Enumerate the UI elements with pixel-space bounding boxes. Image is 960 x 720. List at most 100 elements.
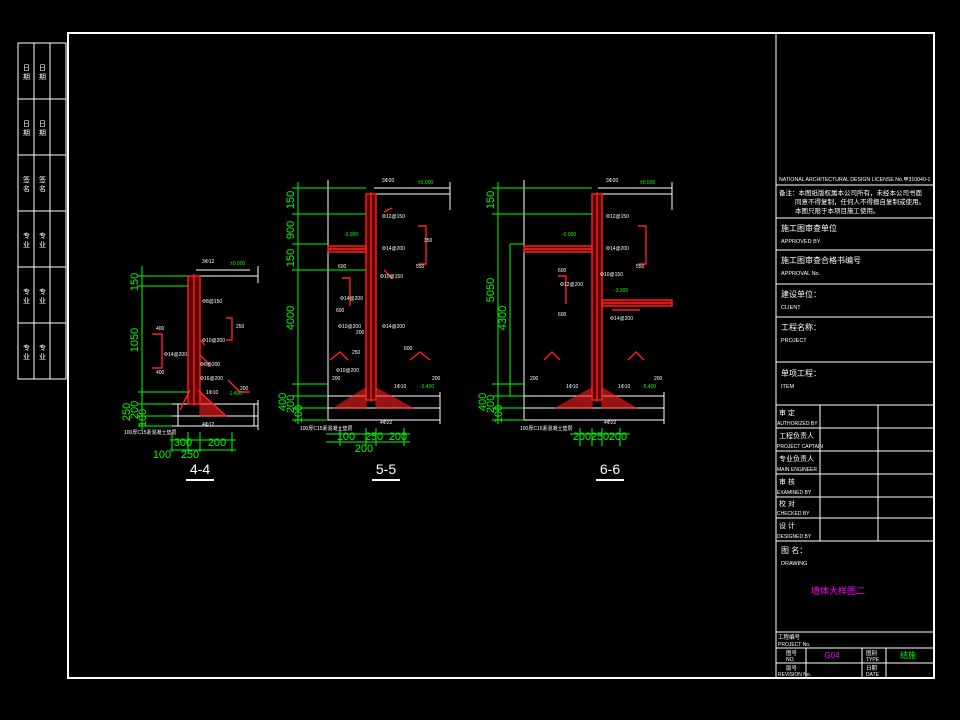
dim-note: 600 (558, 312, 567, 318)
strip-text: 专 业 (39, 231, 47, 248)
sheet-no-label: 图号 (786, 649, 798, 657)
rebar-note: 4Φ12 (202, 422, 215, 428)
dim-label: 200 (355, 443, 373, 455)
title-block (775, 33, 934, 678)
rebar-note: 1Φ10 (618, 384, 631, 390)
section-4-4: 150 1050 250 200 100 300 200 100 250 3Φ1… (121, 259, 259, 481)
dim-label: 200 (208, 437, 226, 449)
license-text: NATIONAL ARCHITECTURAL DESIGN LICENSE No… (779, 176, 931, 183)
approval-unit-cn: 施工图审查单位 (781, 223, 837, 233)
role-en: EXAMINED BY (777, 490, 812, 496)
rebar-note: 3Φ12 (202, 259, 215, 265)
elevation-note: ±0.000 (418, 180, 433, 186)
rebar-note: Φ12@150 (382, 214, 405, 220)
strip-text: 专 业 (39, 287, 47, 304)
rebar-note: Φ12@200 (560, 282, 583, 288)
rebar-note: Φ10@200 (336, 368, 359, 374)
revision-en: REVISION No. (778, 672, 811, 678)
dim-label: 100 (293, 405, 305, 423)
approval-no-cn: 施工图审查合格书编号 (781, 255, 861, 265)
dim-note: 550 (636, 264, 645, 270)
elevation-note: -0.900 (562, 232, 576, 238)
type-value: 结施 (900, 650, 916, 660)
drawing-en: DRAWING (781, 561, 807, 567)
dim-label: 100 (493, 405, 505, 423)
rebar-note: 3Φ20 (606, 178, 619, 184)
section-5-5: 150 900 150 4000 400 200 100 100 250 200… (277, 178, 451, 481)
rebar-note: Φ14@200 (382, 324, 405, 330)
dim-note: 600 (336, 308, 345, 314)
client-en: CLIENT (781, 305, 801, 311)
elevation-note: ±0.000 (640, 180, 655, 186)
dim-note: 600 (338, 264, 347, 270)
dim-label: 150 (485, 191, 497, 209)
section-label: 5-5 (376, 461, 396, 477)
dim-label: 250 (365, 431, 383, 443)
strip-text: 日 期 (39, 64, 47, 81)
elevation-note: -1.400 (228, 391, 242, 397)
rebar-note: Φ10@200 (338, 324, 361, 330)
rebar-note: Φ10@150 (380, 274, 403, 280)
dim-label: 400 (477, 393, 489, 411)
strip-text: 签 名 (23, 175, 31, 193)
dim-label: 250 (591, 431, 609, 443)
strip-text: 专 业 (39, 343, 47, 360)
type-en: TYPE (866, 657, 880, 663)
dim-note: 400 (156, 370, 165, 376)
project-cn: 工程名称： (781, 322, 821, 332)
dim-label: 200 (485, 395, 497, 413)
dim-note: 350 (424, 238, 433, 244)
dim-label: 200 (129, 401, 141, 419)
approval-no-en: APPROVAL No. (781, 271, 821, 277)
dim-note: 200 (530, 376, 539, 382)
section-label: 4-4 (190, 461, 210, 477)
section-label: 6-6 (600, 461, 620, 477)
role-cn: 审 定 (779, 408, 795, 417)
rebar-note: 1Φ10 (566, 384, 579, 390)
rebar-note: 4Φ22 (380, 420, 393, 426)
rebar-note: Φ14@200 (164, 352, 187, 358)
rebar-note: 1Φ10 (206, 390, 219, 396)
elevation-note: -0.900 (344, 232, 358, 238)
dim-label: 1050 (129, 328, 141, 352)
role-en: AUTHORIZED BY (777, 421, 818, 427)
role-en: DESIGNED BY (777, 534, 812, 540)
date-en: DATE (866, 672, 880, 678)
notes-line: 本图只限于本项目施工使用。 (795, 206, 880, 215)
strip-text: 签 名 (39, 175, 47, 193)
role-en: CHECKED BY (777, 511, 810, 517)
dim-label: 100 (137, 409, 149, 427)
rebar-note: 4Φ22 (604, 420, 617, 426)
dim-note: 250 (352, 350, 361, 356)
dim-label: 200 (573, 431, 591, 443)
item-en: ITEM (781, 384, 795, 390)
elevation-note: ±0.000 (230, 261, 245, 267)
role-cn: 校 对 (779, 499, 795, 508)
dim-label: 250 (121, 403, 133, 421)
type-label: 图别 (866, 649, 877, 657)
dim-note: 200 (654, 376, 663, 382)
rebar-note: Φ12@150 (606, 214, 629, 220)
dim-note: 600 (558, 268, 567, 274)
dim-label: 150 (285, 249, 297, 267)
dim-note: 550 (416, 264, 425, 270)
rebar-note: 3Φ20 (382, 178, 395, 184)
revision-label: 版号 (786, 664, 798, 672)
rebar-note: Φ14@200 (382, 246, 405, 252)
outer-frame (67, 32, 935, 679)
role-en: MAIN ENGINEER (777, 467, 817, 473)
strip-text: 日 期 (23, 120, 31, 137)
dim-label: 250 (181, 449, 199, 461)
elevation-note: -5.400 (420, 384, 434, 390)
rebar-note: 1Φ10 (394, 384, 407, 390)
dim-note: 200 (432, 376, 441, 382)
role-cn: 设 计 (779, 521, 795, 530)
strip-text: 日 期 (23, 64, 31, 81)
dim-label: 4300 (497, 306, 509, 330)
elevation-note: -3.300 (614, 288, 628, 294)
approval-unit-en: APPROVED BY (781, 239, 821, 245)
rebar-note: Φ16@200 (200, 376, 223, 382)
rebar-note: Φ8@200 (200, 362, 220, 368)
role-cn: 工程负责人 (779, 431, 814, 440)
dim-label: 200 (609, 431, 627, 443)
